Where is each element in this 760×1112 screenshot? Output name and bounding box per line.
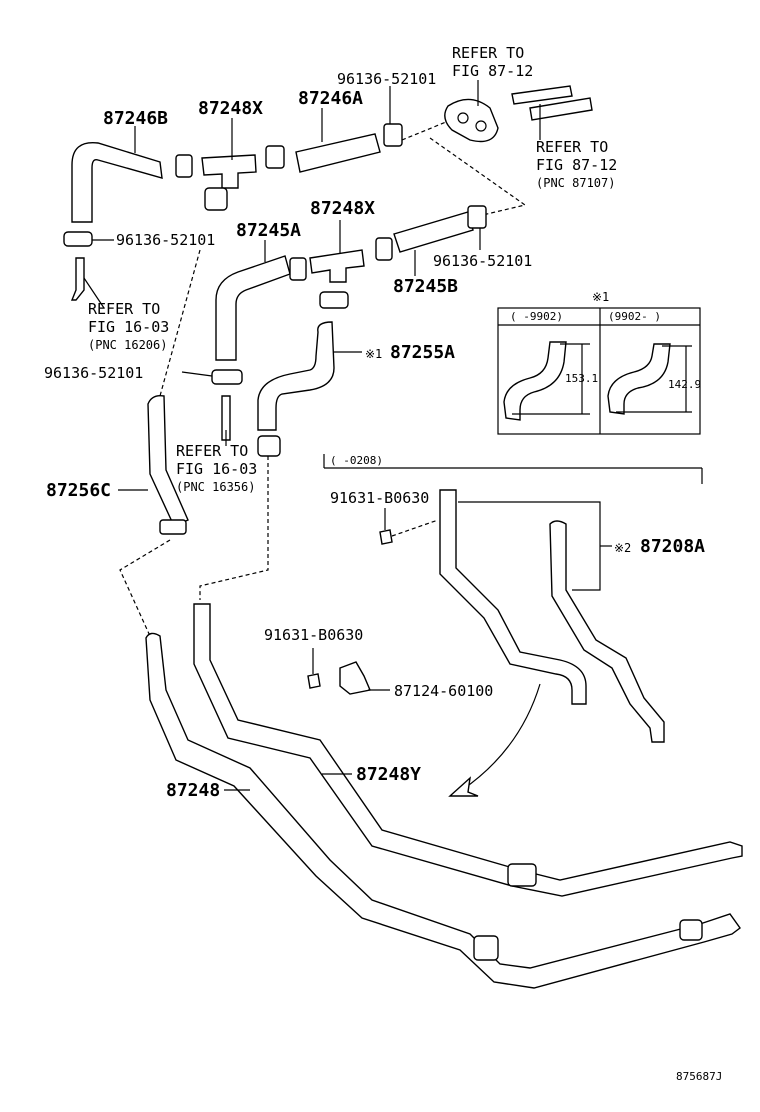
note2-mark: ※2 [614, 541, 631, 555]
refer-top-line1: REFER TO [452, 44, 524, 62]
pipe-87248Y [193, 603, 743, 897]
refer-b-line1: REFER TO [176, 442, 248, 460]
hose-87245B [393, 211, 474, 253]
dash-line [429, 137, 527, 219]
pipe-joint [507, 863, 537, 887]
refer-a-line1: REFER TO [88, 300, 160, 318]
bolt-icon [307, 673, 321, 689]
clamp-icon [204, 187, 228, 211]
clamp-icon [257, 435, 281, 457]
refer-b-line2: FIG 16-03 [176, 460, 257, 478]
hose-stub [221, 395, 231, 441]
hose-87255A [257, 321, 335, 431]
range-label: ( -0208) [330, 454, 383, 467]
clamp-icon [211, 369, 243, 385]
note-box [497, 307, 701, 435]
tee-87248X-mid [309, 249, 365, 283]
hole-icon [457, 112, 469, 124]
label-96136-left: 96136-52101 [116, 231, 215, 249]
dash-line [401, 121, 447, 141]
arrow-curve [461, 683, 541, 791]
clamp-icon [175, 154, 193, 178]
label-87246B: 87246B [103, 108, 168, 129]
pipe-joint [473, 935, 499, 961]
hose-87245A [215, 255, 291, 361]
tee-87248X-top [201, 154, 257, 189]
pipe-87248 [145, 632, 741, 989]
hose-87246A [295, 133, 381, 173]
leader-line [83, 277, 105, 309]
label-87248: 87248 [166, 780, 220, 801]
clamp-icon [319, 291, 349, 309]
hole-icon [475, 120, 487, 132]
arrow-head-icon [448, 776, 479, 797]
hose-variant-2 [607, 343, 671, 415]
pipe-upper [511, 85, 573, 105]
refer-a-line2: FIG 16-03 [88, 318, 169, 336]
refer-right-pnc: (PNC 87107) [536, 176, 615, 190]
pipe-87208A-right [549, 520, 665, 743]
label-87256C: 87256C [46, 480, 111, 501]
leader-line [181, 371, 213, 377]
hose-stub [70, 257, 85, 301]
figure-id: 875687J [676, 1070, 722, 1083]
label-87248Y: 87248Y [356, 764, 421, 785]
label-87245B: 87245B [393, 276, 458, 297]
bracket-87208A [458, 501, 601, 591]
refer-a-pnc: (PNC 16206) [88, 338, 167, 352]
bolt-icon [379, 529, 393, 545]
note1-mark-b: ※1 [592, 290, 609, 304]
dim-153: 153.1 [565, 372, 598, 385]
clamp-icon [375, 237, 393, 261]
label-87248X-mid: 87248X [310, 198, 375, 219]
label-87245A: 87245A [236, 220, 301, 241]
pipe-joint [679, 919, 703, 941]
box-col1: ( -9902) [510, 310, 563, 323]
dash-line [159, 249, 201, 397]
clamp-icon [63, 231, 93, 247]
grommet-icon [444, 98, 499, 143]
dash-line [199, 456, 269, 600]
refer-right-line2: FIG 87-12 [536, 156, 617, 174]
box-col2: (9902- ) [608, 310, 661, 323]
pipe-lower [529, 97, 593, 121]
label-91631-a: 91631-B0630 [330, 489, 429, 507]
refer-b-pnc: (PNC 16356) [176, 480, 255, 494]
note1-mark-a: ※1 [365, 347, 382, 361]
refer-top-line2: FIG 87-12 [452, 62, 533, 80]
pipe-87208A-left [439, 489, 587, 705]
dash-line [391, 519, 439, 537]
clamp-icon [159, 519, 187, 535]
label-96136-top: 96136-52101 [337, 70, 436, 88]
clamp-icon [265, 145, 285, 169]
label-87124: 87124-60100 [394, 682, 493, 700]
refer-right-line1: REFER TO [536, 138, 608, 156]
label-91631-b: 91631-B0630 [264, 626, 363, 644]
hose-87246B [71, 141, 163, 223]
dash-line [119, 539, 171, 637]
label-96136-mid: 96136-52101 [433, 252, 532, 270]
label-87255A: 87255A [390, 342, 455, 363]
clamp-icon [289, 257, 307, 281]
hose-variant-1 [503, 341, 567, 421]
dim-142: 142.9 [668, 378, 701, 391]
clamp-icon [467, 205, 487, 229]
label-87248X-top: 87248X [198, 98, 263, 119]
label-87208A: 87208A [640, 536, 705, 557]
clip-icon [339, 661, 371, 695]
label-87246A: 87246A [298, 88, 363, 109]
label-96136-left2: 96136-52101 [44, 364, 143, 382]
clamp-icon [383, 123, 403, 147]
